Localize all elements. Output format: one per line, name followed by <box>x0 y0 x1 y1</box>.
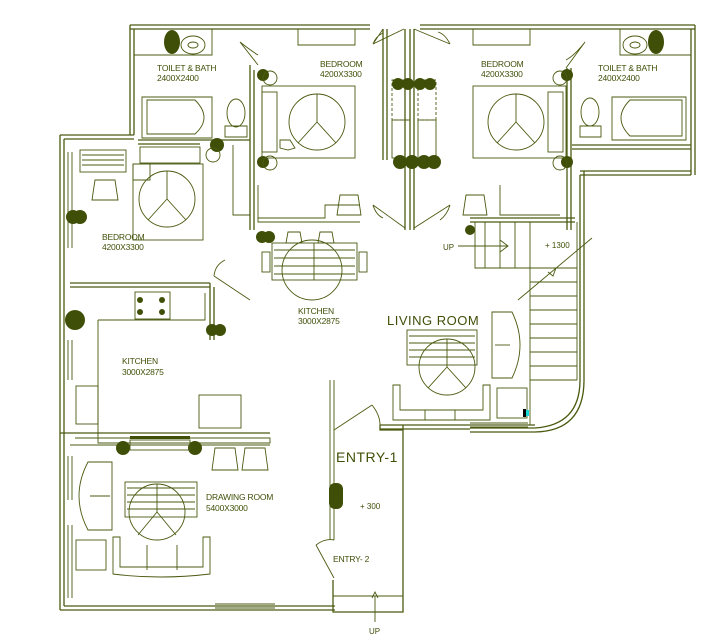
bedroom-top-right-name: BEDROOM <box>481 59 524 69</box>
study-desk-left <box>79 149 127 201</box>
plant-icon <box>116 441 130 455</box>
sofa-icon <box>112 536 211 578</box>
wc-icon <box>580 97 600 127</box>
bedroom-top-left-name: BEDROOM <box>320 59 363 69</box>
bedroom-top-right-size: 4200X3300 <box>481 69 523 79</box>
doors <box>213 28 586 579</box>
wardrobes <box>391 78 441 169</box>
chair-icon <box>241 447 269 471</box>
entry-steps <box>371 590 379 622</box>
plants <box>65 69 573 509</box>
dining-table <box>261 231 368 301</box>
drawing-room-furniture <box>75 439 211 578</box>
bed-top-right <box>472 85 567 159</box>
drawing-room-size: 5400X3000 <box>206 503 248 513</box>
bed-top-left <box>261 85 356 159</box>
room-labels: TOILET & BATH 2400X2400 BEDROOM 4200X330… <box>102 59 658 636</box>
chairs <box>211 194 488 471</box>
plant-icon <box>73 210 87 224</box>
bathtub-icon <box>611 96 687 141</box>
fridge-icon <box>198 394 242 429</box>
plant-icon <box>65 310 85 330</box>
plant-icon <box>188 441 202 455</box>
stove-icon <box>134 291 171 320</box>
plant-icon <box>214 324 226 336</box>
sofa-icon <box>392 384 491 421</box>
chair-icon <box>336 194 362 216</box>
living-room-furniture <box>392 311 529 421</box>
toilet-left-fixtures <box>141 30 248 139</box>
sink-icon <box>622 35 648 55</box>
chair-icon <box>91 179 119 201</box>
wc-icon <box>226 98 246 128</box>
bedroom-top-left-size: 4200X3300 <box>320 69 362 79</box>
kitchen-dining-size: 3000X2875 <box>298 316 340 326</box>
toilet-right-size: 2400X2400 <box>598 73 640 83</box>
kitchen-dining-name: KITCHEN <box>298 306 334 316</box>
plant-icon <box>329 483 343 509</box>
plant-icon <box>465 225 475 235</box>
sink-icon <box>180 35 206 55</box>
entry-up-label: UP <box>369 627 380 636</box>
bathtub-icon <box>141 96 213 139</box>
plant-icon <box>263 231 275 243</box>
entry-2-label: ENTRY- 2 <box>333 554 370 564</box>
stair-up-arrow-icon <box>458 239 509 253</box>
bedroom-left-size: 4200X3300 <box>102 242 144 252</box>
kitchen-left-size: 3000X2875 <box>122 367 164 377</box>
entry-1-label: ENTRY-1 <box>336 449 398 465</box>
chair-icon <box>462 194 488 216</box>
toilet-left-size: 2400X2400 <box>157 73 199 83</box>
bed-left <box>132 146 204 241</box>
bedroom-left-name: BEDROOM <box>102 232 145 242</box>
sofa-icon <box>491 311 521 379</box>
toilet-left-name: TOILET & BATH <box>157 63 216 73</box>
plant-icon <box>210 138 224 152</box>
kitchen-left-fixtures <box>75 291 242 439</box>
entry-level-label: + 300 <box>360 502 381 511</box>
kitchen-left-name: KITCHEN <box>122 356 158 366</box>
sink-icon <box>75 385 99 425</box>
toilet-right-name: TOILET & BATH <box>598 63 657 73</box>
drawing-room-name: DRAWING ROOM <box>206 492 273 502</box>
stair-level-label: + 1300 <box>545 241 570 250</box>
plant-icon <box>648 30 664 54</box>
plant-icon <box>164 30 180 54</box>
stair-up-label: UP <box>443 243 454 252</box>
toilet-right-fixtures <box>579 30 687 141</box>
living-room-name: LIVING ROOM <box>387 313 479 328</box>
sofa-icon <box>78 461 113 531</box>
chair-icon <box>211 447 239 471</box>
outer-walls <box>59 24 696 613</box>
